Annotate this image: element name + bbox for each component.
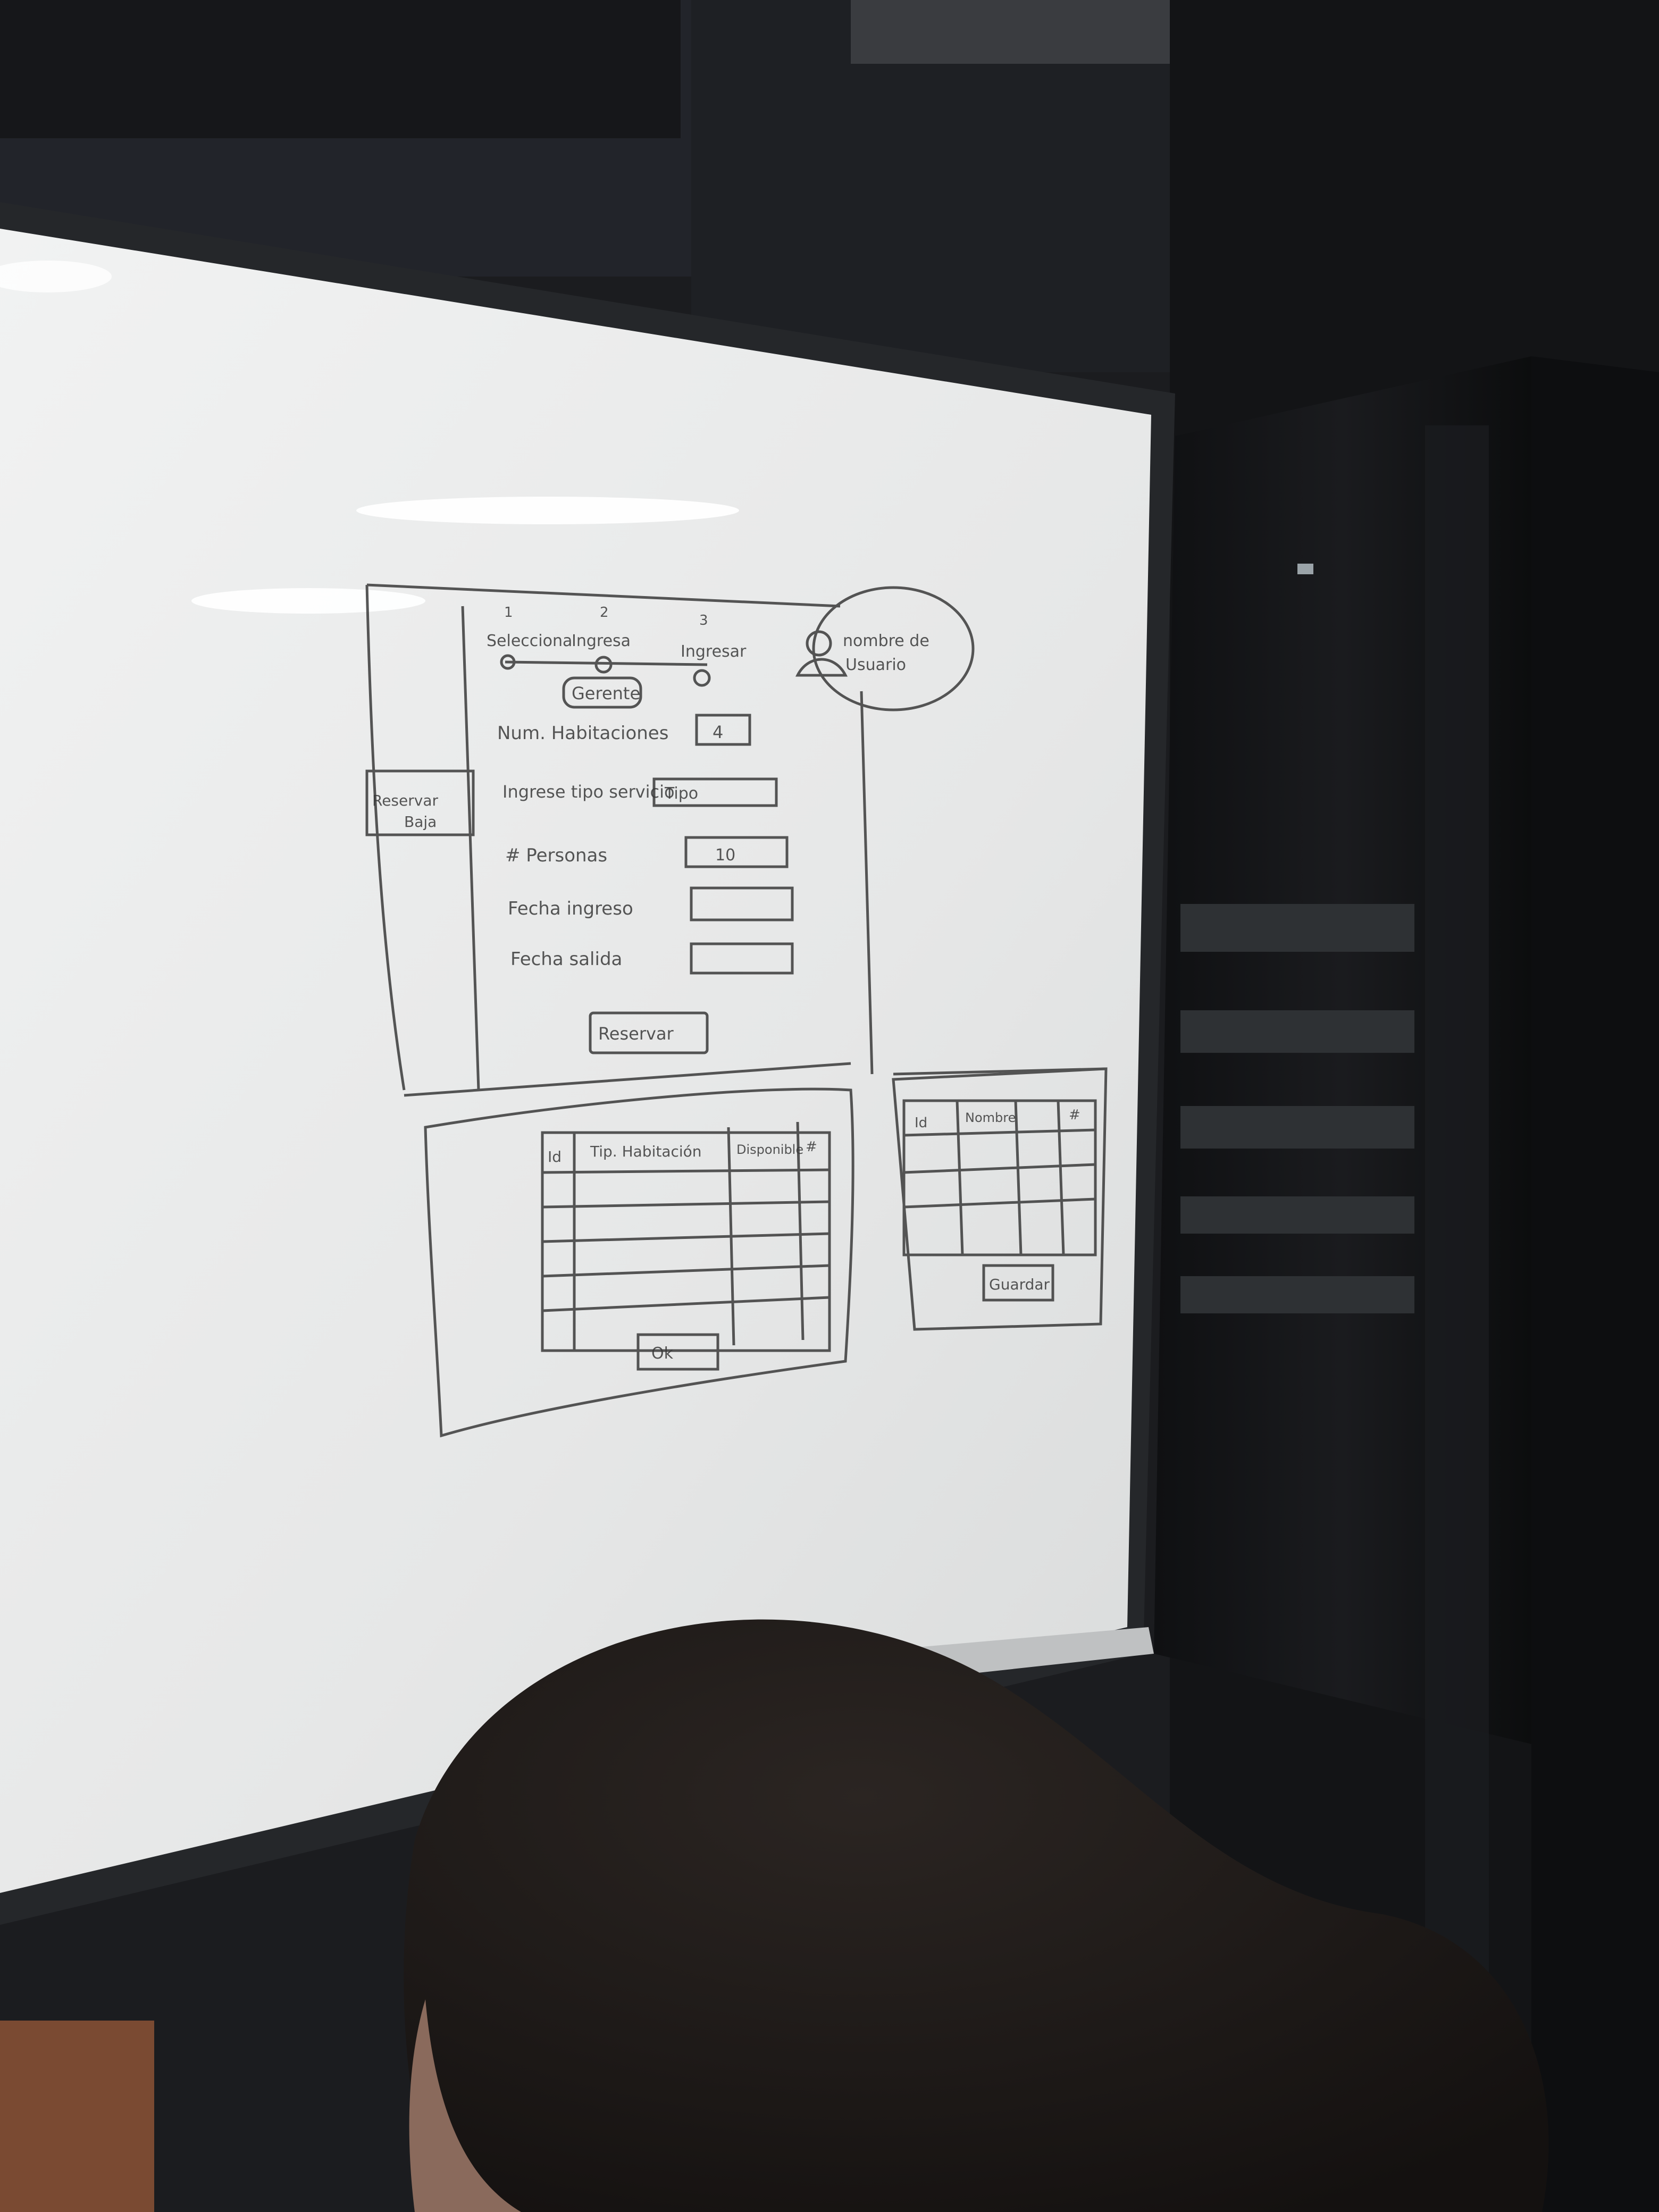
stepper-label-2: Ingresa (572, 632, 631, 650)
upper-shelf (0, 0, 681, 138)
table-left-header-type: Tip. Habitación (590, 1143, 702, 1160)
light-reflection (0, 261, 112, 292)
light-reflection (191, 588, 425, 614)
sketch-text: 1 2 3 Selecciona Ingresa Ingresar nombre… (372, 605, 1080, 1363)
cardboard-box (0, 2021, 154, 2212)
rack-led (1297, 564, 1313, 574)
light-reflection (356, 497, 739, 524)
form-value-people: 10 (715, 846, 735, 865)
table-left-header-available: Disponible (736, 1142, 803, 1157)
form-value-rooms: 4 (713, 722, 723, 742)
table-right-button: Guardar (989, 1276, 1050, 1293)
table-left-header-id: Id (548, 1148, 562, 1166)
stepper-label-1: Selecciona (487, 632, 572, 650)
table-right-header-name: Nombre (965, 1110, 1016, 1125)
form-submit-label: Reservar (598, 1024, 674, 1044)
table-right-header-hash: # (1069, 1107, 1080, 1123)
user-name-line2: Usuario (845, 656, 906, 674)
sketch-heading: Gerente (572, 683, 640, 703)
server-rack-door (1531, 356, 1659, 2212)
wireframe-sketch (365, 583, 1108, 1438)
person-hair (404, 1619, 1549, 2212)
rack-equipment (1180, 904, 1414, 1313)
form-label-service: Ingrese tipo servicio (502, 782, 675, 802)
table-left-button: Ok (651, 1344, 674, 1363)
form-label-people: # Personas (505, 845, 607, 866)
form-label-rooms: Num. Habitaciones (497, 723, 668, 744)
stepper-number-1: 1 (504, 605, 513, 621)
table-right-header-id: Id (915, 1115, 927, 1131)
form-label-checkin: Fecha ingreso (508, 898, 633, 919)
sidebar-label-line2: Baja (404, 813, 437, 831)
stepper-number-3: 3 (699, 613, 708, 629)
person-face (409, 1999, 521, 2212)
whiteboard (0, 229, 1151, 1893)
form-label-checkout: Fecha salida (510, 949, 622, 970)
stepper-number-2: 2 (600, 605, 609, 621)
form-value-service: Tipo (664, 784, 698, 803)
sidebar-label-line1: Reservar (372, 792, 438, 809)
user-name-line1: nombre de (843, 632, 929, 650)
table-left-header-hash: # (806, 1139, 817, 1155)
rack-vent (1425, 425, 1489, 2127)
stepper-label-3: Ingresar (681, 642, 747, 661)
